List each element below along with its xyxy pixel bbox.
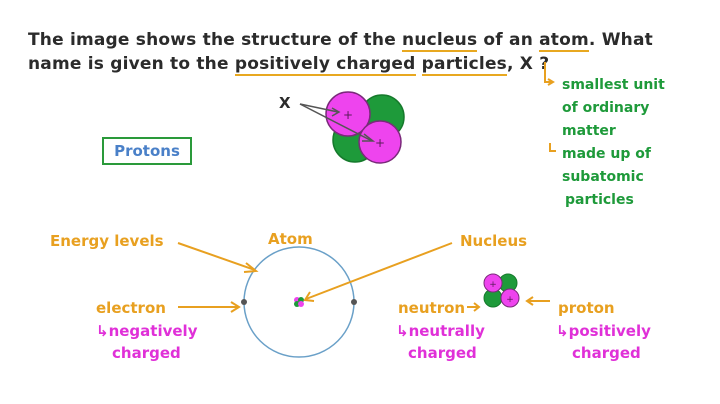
question-text: of an (477, 30, 540, 50)
note-line: smallest unit (562, 77, 665, 93)
question-line-2: name is given to the positively charged … (28, 54, 550, 76)
nucleus-closeup: + + (483, 273, 520, 308)
note-line: charged (112, 344, 181, 362)
note-arrow-icon (549, 143, 556, 152)
small-nucleus (294, 297, 304, 307)
svg-text:+: + (489, 280, 497, 290)
keyword-nucleus: nucleus (402, 30, 478, 52)
label-energy-levels: Energy levels (50, 232, 164, 250)
question-text: name is given to the (28, 54, 235, 74)
note-arrow-icon (544, 62, 552, 83)
electron (241, 299, 247, 305)
keyword-particles: particles (421, 54, 508, 76)
label-proton: proton (558, 299, 615, 317)
note-line: negatively (108, 322, 198, 340)
question-text: The image shows the structure of the (28, 30, 403, 50)
note-line: made up of (562, 146, 651, 162)
label-arrows (177, 242, 550, 313)
note-line: of ordinary (562, 100, 650, 116)
label-x: X (279, 94, 291, 112)
keyword-atom: atom (539, 30, 589, 52)
keyword-positively-charged: positively charged (234, 54, 416, 76)
label-electron: electron (96, 299, 166, 317)
svg-text:+: + (375, 136, 385, 150)
nucleus-illustration: + + (299, 91, 405, 164)
label-neutron: neutron (398, 299, 466, 317)
note-line: positively (568, 322, 651, 340)
proton-charge-note: ↳positively charged (556, 320, 651, 364)
question-text: , X ? (507, 54, 550, 74)
note-line: neutrally (408, 322, 485, 340)
note-line: subatomic (562, 169, 644, 185)
question-text: . What (588, 30, 653, 50)
arrow-icon: ↳ (96, 322, 109, 340)
neutron-charge-note: ↳neutrally charged (396, 320, 485, 364)
answer-box: Protons (102, 137, 192, 165)
arrow-icon: ↳ (396, 322, 409, 340)
question-line-1: The image shows the structure of the nuc… (28, 30, 653, 52)
svg-text:+: + (343, 108, 353, 122)
note-line: particles (565, 192, 634, 208)
label-atom: Atom (268, 230, 313, 248)
note-line: charged (572, 344, 641, 362)
note-line: charged (408, 344, 477, 362)
electron-charge-note: ↳negatively charged (96, 320, 197, 364)
label-nucleus: Nucleus (460, 232, 528, 250)
arrow-icon: ↳ (556, 322, 569, 340)
electron (351, 299, 357, 305)
svg-text:+: + (506, 295, 514, 305)
atom-definition-note: smallest unit of ordinary matter made up… (562, 74, 665, 212)
note-line: matter (562, 123, 616, 139)
